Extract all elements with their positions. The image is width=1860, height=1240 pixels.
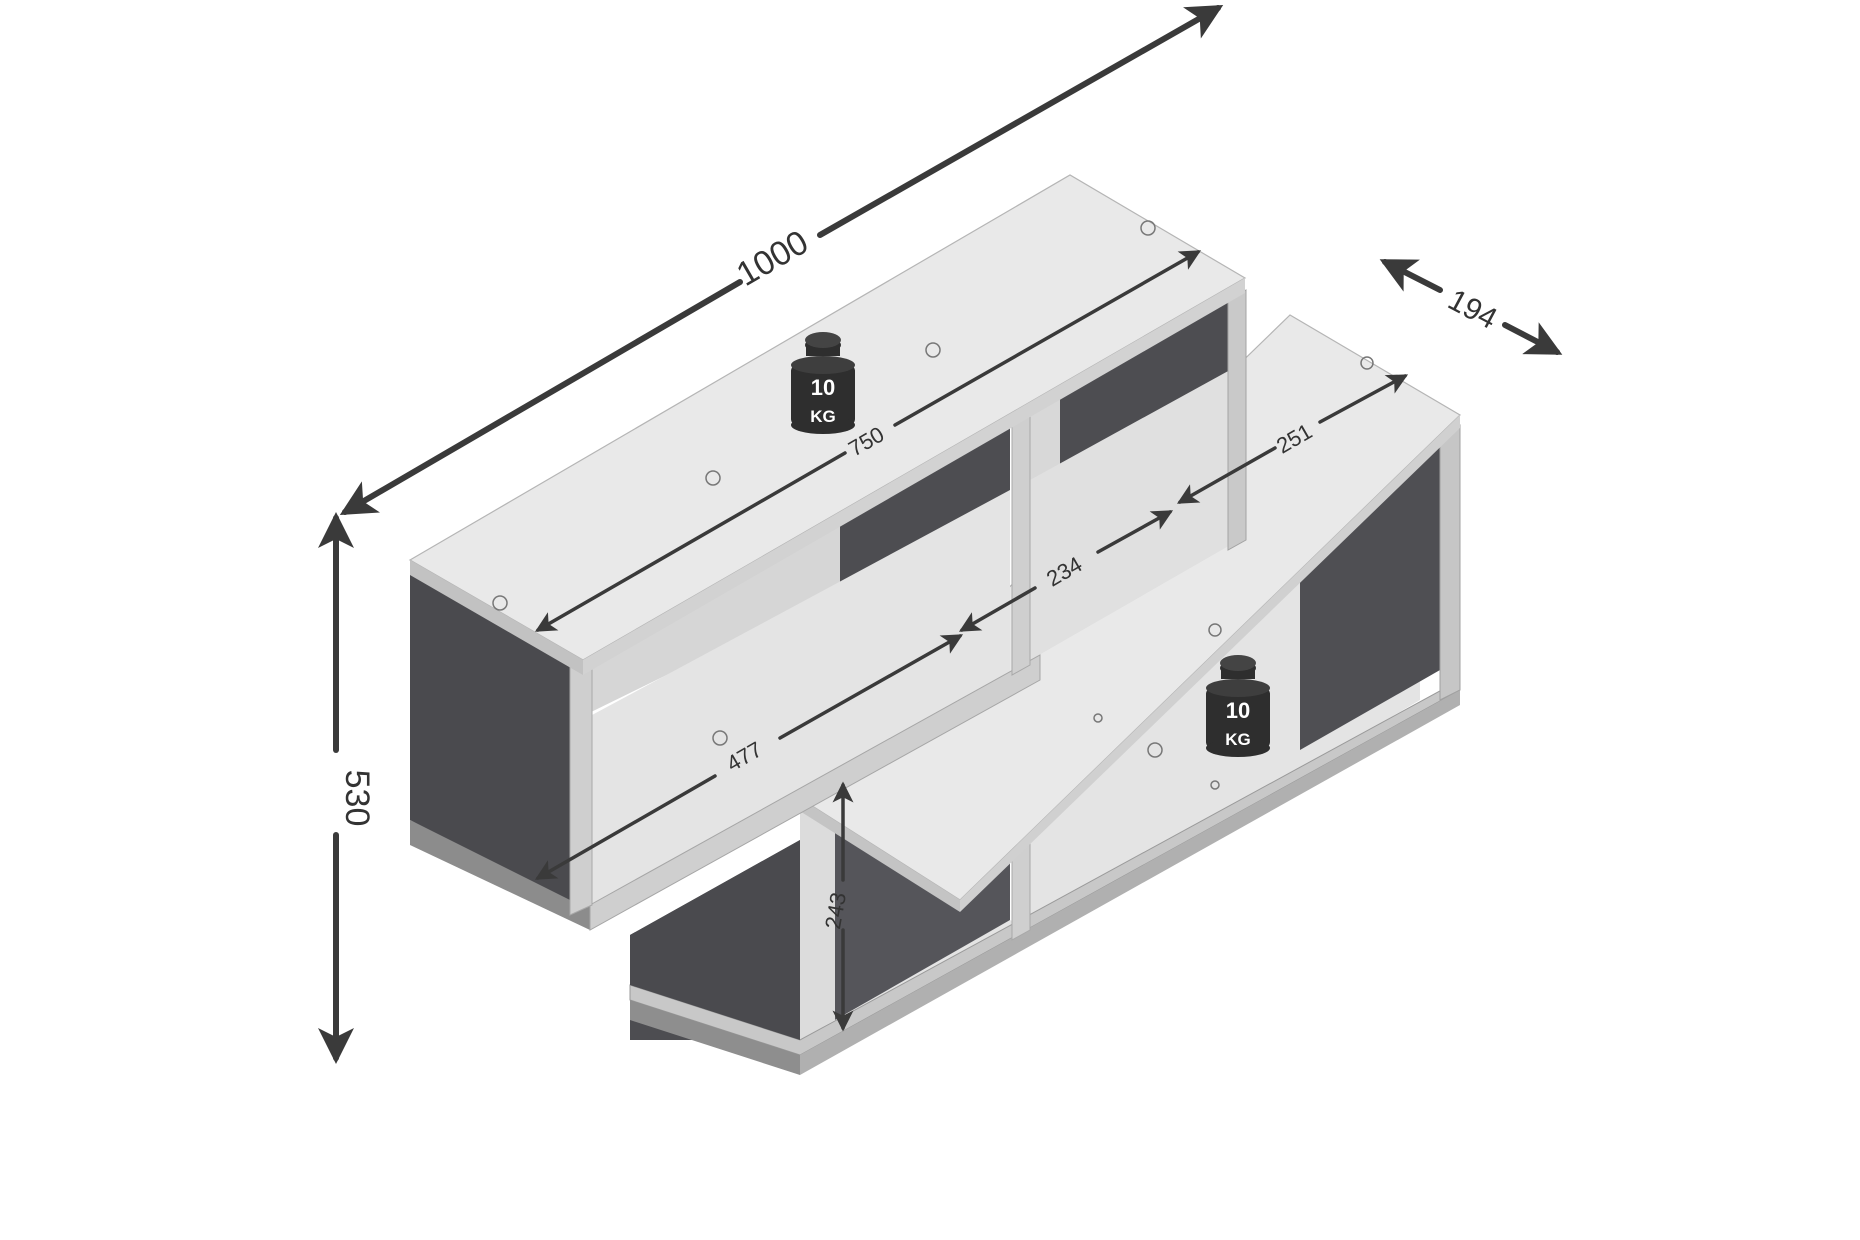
upper-shelf-unit	[408, 174, 1247, 931]
lower-right-end-panel	[1439, 424, 1461, 701]
peg-hole	[1093, 713, 1103, 723]
top-shelf-arrow	[893, 250, 1202, 427]
upper-left-side-panel	[410, 560, 570, 900]
middle-shelf-arrow	[778, 634, 964, 740]
peg-hole	[1360, 356, 1374, 370]
peg-hole	[712, 730, 728, 746]
upper-bottom-board	[410, 820, 590, 930]
top-weight-unit: KG	[810, 407, 836, 426]
weight-icon: 10 KG	[1206, 655, 1270, 757]
peg-hole	[925, 342, 941, 358]
lower-top-board-edge-right	[960, 415, 1460, 912]
upper-divider	[1011, 414, 1031, 676]
upper-right-end-panel	[1227, 289, 1247, 551]
lower-left-inner-wall	[800, 785, 835, 1040]
height-label: 530	[338, 770, 376, 827]
upper-top-board-edge-front	[410, 560, 583, 675]
peg-hole	[705, 470, 721, 486]
upper-left-side-inner	[569, 649, 593, 916]
upper-top-board-edge-right	[583, 278, 1245, 675]
upper-bottom-board-right	[589, 654, 1041, 931]
lower-shelf-unit	[629, 314, 1461, 1075]
dimension-lines	[318, 5, 1563, 1064]
lower-bottom-board-right	[800, 690, 1460, 1075]
peg-hole	[1147, 742, 1163, 758]
depth-label: 194	[1443, 283, 1503, 336]
right-depth-arrow	[1318, 374, 1409, 424]
top-shelf-arrow	[534, 451, 847, 632]
top-weight-value: 10	[811, 375, 835, 400]
lower-bottom-board-front	[630, 1000, 800, 1075]
right-depth-arrow	[1176, 446, 1277, 504]
width-arrow	[817, 5, 1224, 238]
middle-gap-arrow	[958, 586, 1037, 632]
upper-middle-shelf	[592, 490, 1010, 905]
lower-top-board-edge	[795, 795, 960, 912]
peg-hole	[1208, 623, 1222, 637]
peg-hole	[492, 595, 508, 611]
depth-arrow	[1502, 322, 1563, 355]
upper-left-compartment-back	[585, 520, 840, 715]
bottom-weight-unit: KG	[1225, 730, 1251, 749]
middle-gap-arrow	[1096, 510, 1174, 554]
peg-hole	[1210, 780, 1220, 790]
depth-arrow	[1379, 259, 1443, 293]
middle-shelf-arrow	[534, 774, 717, 880]
upper-middle-shelf-right	[1030, 370, 1230, 660]
bottom-weight-value: 10	[1226, 698, 1250, 723]
peg-hole	[1140, 220, 1156, 236]
lower-left-side-panel	[630, 840, 800, 1040]
weight-icon: 10 KG	[791, 332, 855, 434]
width-arrow	[339, 279, 743, 516]
width-label: 1000	[730, 223, 815, 294]
